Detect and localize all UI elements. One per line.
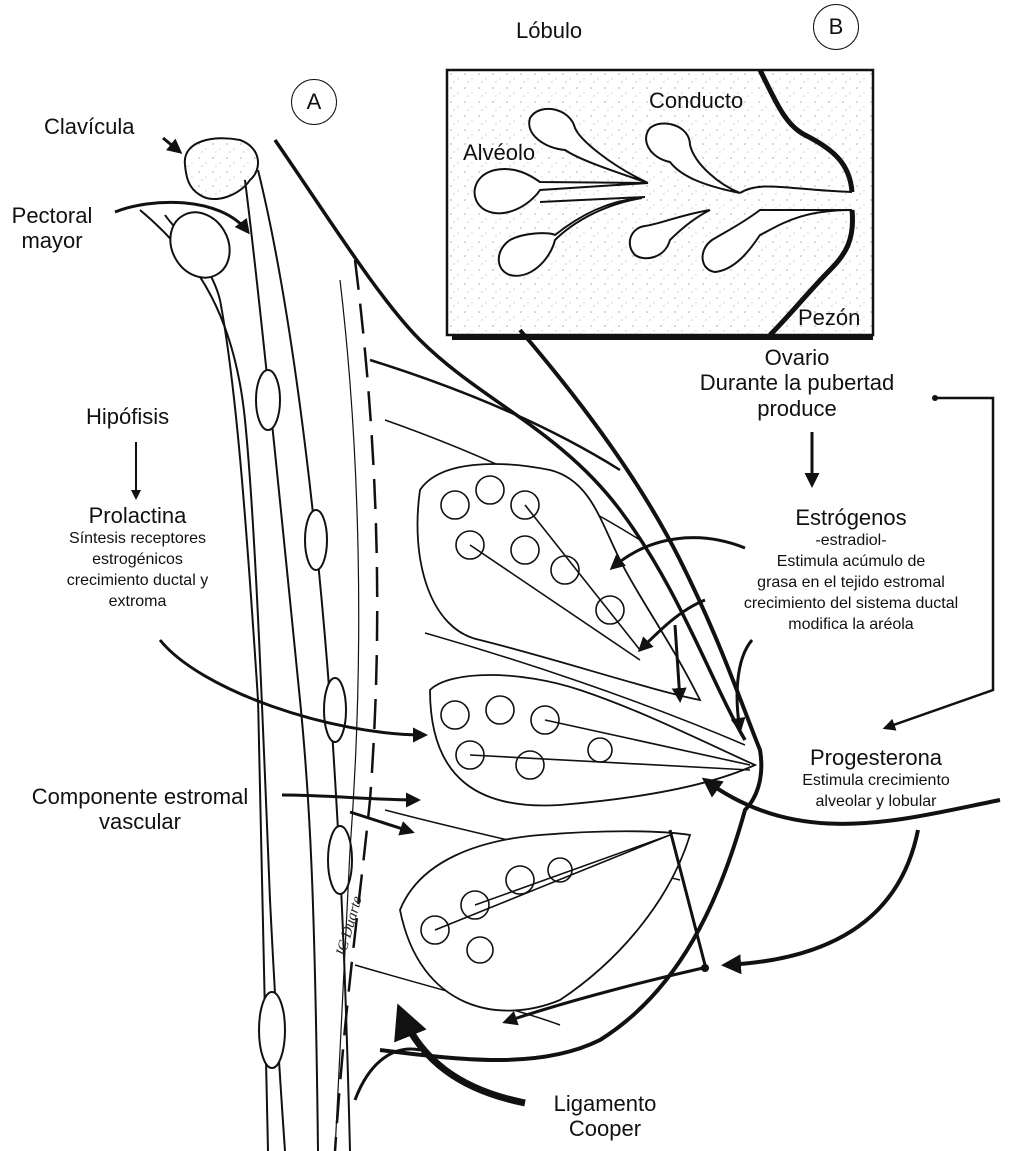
label-ligamento-line-1: Ligamento xyxy=(553,1091,657,1116)
label-estrogenos: Estrógenos xyxy=(795,505,907,530)
arrow-progesterona xyxy=(701,777,1001,826)
skin-line xyxy=(273,139,747,741)
label-ovario-line-2: Durante la pubertad xyxy=(699,370,895,396)
arrow-estrogenos-4 xyxy=(730,639,754,733)
arrows xyxy=(114,136,1001,1107)
prolactina-effect: extroma xyxy=(108,593,167,611)
label-lobulo: Lóbulo xyxy=(516,18,583,43)
estrogenos-effect: Estimula acúmulo de xyxy=(776,553,926,571)
arrow-componente-2 xyxy=(349,810,415,836)
panel-a-marker: A xyxy=(291,79,337,125)
prolactina-effect: Síntesis receptores xyxy=(69,530,206,548)
arrow-pectoral xyxy=(114,200,250,235)
label-componente-estromal: Componente estromal vascular xyxy=(12,784,268,835)
label-prolactina: Prolactina xyxy=(88,503,187,528)
arrow-ligamento xyxy=(394,1003,526,1107)
bracket-ovario-progesterona xyxy=(882,396,995,731)
estrogenos-block: Estrógenos -estradiol- Estimula acúmulo … xyxy=(713,505,989,635)
progesterona-block: Progesterona Estimula crecimiento alveol… xyxy=(778,745,974,812)
alveoli xyxy=(473,108,853,277)
label-pectoral-line-1: Pectoral xyxy=(11,203,93,228)
label-conducto: Conducto xyxy=(649,88,744,113)
arrow-componente-1 xyxy=(281,792,421,808)
label-estradiol: -estradiol- xyxy=(815,532,887,550)
label-pectoral-mayor: Pectoral mayor xyxy=(2,203,102,254)
label-ligamento-cooper: Ligamento Cooper xyxy=(543,1091,667,1142)
prolactina-effect: estrogénicos xyxy=(92,551,183,569)
clavicle xyxy=(183,137,259,200)
panel-b-marker: B xyxy=(813,4,859,50)
progesterona-effect: alveolar y lobular xyxy=(815,793,937,811)
arrow-estrogenos-1 xyxy=(609,536,746,570)
progesterona-effect: Estimula crecimiento xyxy=(802,772,950,790)
label-alveolo: Alvéolo xyxy=(463,140,536,165)
label-progesterona: Progesterona xyxy=(809,745,943,770)
breast-outline xyxy=(379,328,764,1062)
label-pectoral-line-2: mayor xyxy=(21,228,83,254)
arrow-estrogenos-2 xyxy=(637,598,706,653)
label-ovario-line-3: produce xyxy=(757,395,837,421)
label-pezon: Pezón xyxy=(798,305,861,330)
ovario-block: Ovario Durante la pubertad produce xyxy=(677,345,917,421)
ribs xyxy=(169,211,353,1069)
arrow-progesterona-2 xyxy=(721,829,920,975)
arrow-prolactina xyxy=(158,639,428,743)
lobes xyxy=(399,463,758,1012)
breast xyxy=(354,328,764,1062)
arrow-estrogenos-3 xyxy=(671,624,687,703)
arrow-dot-lobe xyxy=(502,966,704,1026)
label-ligamento-line-2: Cooper xyxy=(568,1116,642,1142)
label-componente-line-1: Componente estromal xyxy=(31,784,249,809)
pectoralis-outer xyxy=(244,179,319,1151)
label-componente-line-2: vascular xyxy=(99,809,181,835)
label-ovario: Ovario xyxy=(764,345,830,370)
prolactina-block: Prolactina Síntesis receptores estrogéni… xyxy=(40,503,235,612)
lobe-alveoli xyxy=(420,475,751,964)
estrogenos-effect: grasa en el tejido estromal xyxy=(757,574,945,592)
estrogenos-effect: crecimiento del sistema ductal xyxy=(743,595,959,613)
nipple-contour xyxy=(757,68,855,193)
label-hipofisis: Hipófisis xyxy=(86,404,170,429)
lobule-inset xyxy=(445,68,875,340)
prolactina-effect: crecimiento ductal y xyxy=(66,572,209,590)
arrow-clavicula xyxy=(162,136,183,154)
label-clavicula: Clavícula xyxy=(44,114,135,139)
estrogenos-effect: modifica la aréola xyxy=(788,616,914,634)
